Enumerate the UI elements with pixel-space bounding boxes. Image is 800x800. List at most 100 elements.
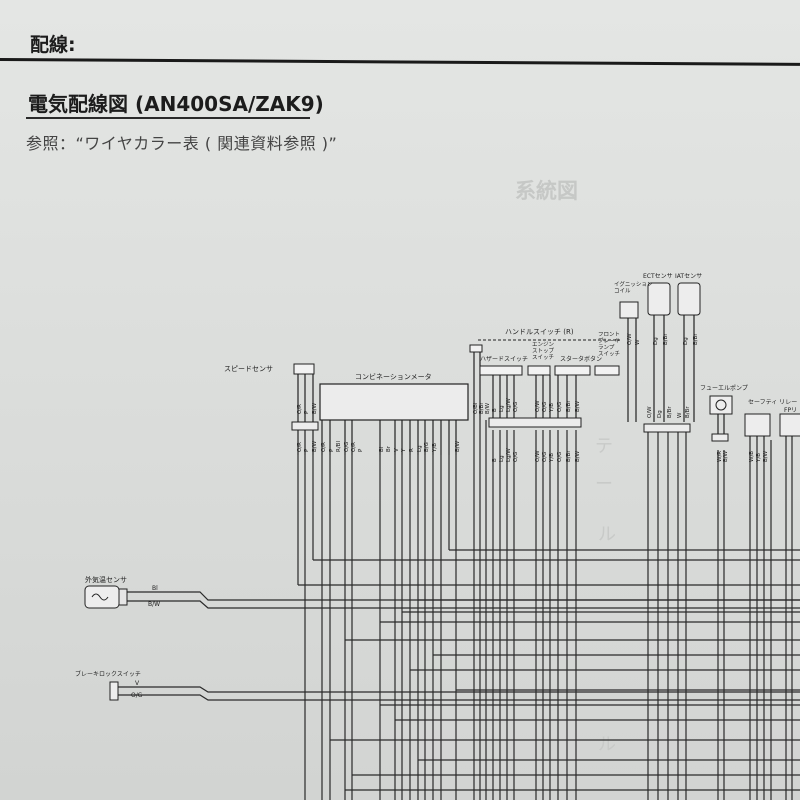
wire-label: O/W (535, 400, 541, 412)
wire-label: B/Br (663, 333, 669, 345)
ambient-temp-sensor-label: 外気温センサ (85, 575, 127, 584)
wire-label: O/G (542, 452, 548, 462)
fp-relay-box (779, 413, 800, 437)
wire-label: O/G (542, 402, 548, 412)
brake-lock-switch-label: ブレーキロックスイッチ (75, 670, 141, 678)
wire-label: Y/B (549, 403, 555, 413)
wire-label: B/W (485, 402, 491, 414)
speed-sensor-connector (293, 363, 315, 375)
wire-label: O/G (557, 402, 563, 412)
wire-label: O/W (647, 406, 653, 418)
wire-label: Lg/W (506, 448, 512, 462)
wire-label: Bl (152, 585, 158, 592)
wire-label: B/W (148, 601, 160, 608)
fuel-pump-label: フューエルポンプ (700, 384, 748, 392)
wire-label: O/R (297, 404, 303, 414)
wire-label: Dg (657, 410, 663, 418)
wire-label: V (135, 680, 140, 687)
wire-label: O/G (344, 442, 350, 452)
speed-sensor-label: スピードセンサ (224, 365, 273, 373)
wire-label: V (394, 448, 400, 452)
wire-label: O/W (535, 450, 541, 462)
wire-label: P (304, 448, 310, 452)
show-through-label: ル (598, 524, 616, 545)
combination-meter-label: コンビネーションメータ (355, 372, 432, 381)
wire-label: B (492, 408, 498, 412)
wire-label: Bl (379, 446, 385, 452)
fp-relay-label: FPリ (784, 407, 797, 414)
wire-label: Br (386, 445, 392, 452)
ambient-temp-sensor-box (84, 585, 120, 609)
wire-label: Y/B (756, 453, 762, 463)
wire-label: O/R (351, 442, 357, 452)
wire-label: B/Br (566, 450, 572, 462)
wire-label: B/G (424, 442, 430, 452)
wire-label: B/W (723, 450, 729, 462)
ignition-coil-box (619, 301, 639, 319)
wire-label: Y (401, 448, 407, 453)
wire-label: O/G (131, 692, 143, 699)
starter-button-label: スタータボタン (560, 355, 602, 363)
wire-label: R/Bl (336, 441, 342, 452)
wire-label: B (492, 458, 498, 462)
wire-label: W (677, 412, 683, 418)
wire-label: Y/B (549, 453, 555, 463)
wire-label: B/W (575, 450, 581, 462)
wire-label: O/R (321, 442, 327, 452)
hazard-switch-label: ハザードスイッチ (480, 356, 528, 363)
ect-sensor-box (647, 282, 671, 316)
diagram-title: 電気配線図 (AN400SA/ZAK9) (28, 92, 324, 116)
wire-label: B/Br (566, 400, 572, 412)
wire-label: R (409, 448, 415, 452)
front-brake-light-switch-label: フロントブレーキランプスイッチ (598, 331, 620, 358)
wire-label: B/Br (667, 406, 673, 418)
fuel-pump-box (709, 395, 733, 415)
handle-switch-label: ハンドルスイッチ (R) (505, 328, 574, 336)
wire-label: P (358, 448, 364, 452)
iat-sensor-label: IATセンサ (675, 273, 702, 280)
wire-label: O/G (557, 452, 563, 462)
title-underline (26, 117, 310, 119)
ect-sensor-label: ECTセンサ (643, 273, 673, 280)
wire-label: Lg/W (506, 398, 512, 412)
show-through-label: テ (595, 436, 613, 457)
wire-label: O/G (513, 402, 519, 412)
wire-label: O/Bl (473, 402, 479, 414)
reference-note: 参照：“ワイヤカラー表 ( 関連資料参照 )” (26, 134, 338, 153)
wire-label: W/R (717, 451, 723, 462)
iat-sensor-box (677, 282, 701, 316)
show-through-label: ル (598, 734, 616, 755)
wire-label: B/Br (693, 333, 699, 345)
wire-label: Dg (653, 337, 659, 345)
show-through-label: ー (595, 474, 613, 495)
engine-stop-switch-label: エンジンストップスイッチ (532, 341, 555, 361)
section-title: 配線: (30, 34, 76, 56)
wire-label: B/Br (479, 402, 485, 414)
wire-label: B/W (312, 402, 318, 414)
wire-label: P (329, 448, 335, 452)
wire-label: B/W (575, 400, 581, 412)
wire-label: B/W (763, 450, 769, 462)
wire-label: Y/B (432, 443, 438, 453)
wire-label: P (304, 410, 310, 414)
ignition-coil-label: イグニッションコイル (614, 280, 653, 295)
wire-label: B/W (455, 440, 461, 452)
wire-label: B/W (312, 440, 318, 452)
wire-label: Lg (499, 405, 505, 412)
wire-label: B/Br (685, 406, 691, 418)
safety-relay-label: セーフティ リレー (748, 399, 797, 406)
safety-relay-box (744, 413, 771, 437)
show-through-title: 系統図 (515, 179, 578, 203)
brake-lock-switch-box (109, 681, 119, 701)
wire-label: Lg (499, 455, 505, 462)
wire-label: O/W (627, 333, 633, 345)
wire-label: W (635, 339, 641, 345)
wire-label: O/R (297, 442, 303, 452)
wire-label: W/B (749, 451, 755, 462)
combination-meter-box (319, 383, 469, 421)
wire-label: Lg (417, 445, 423, 452)
wire-label: O/G (513, 452, 519, 462)
wire-label: Dg (683, 337, 689, 345)
